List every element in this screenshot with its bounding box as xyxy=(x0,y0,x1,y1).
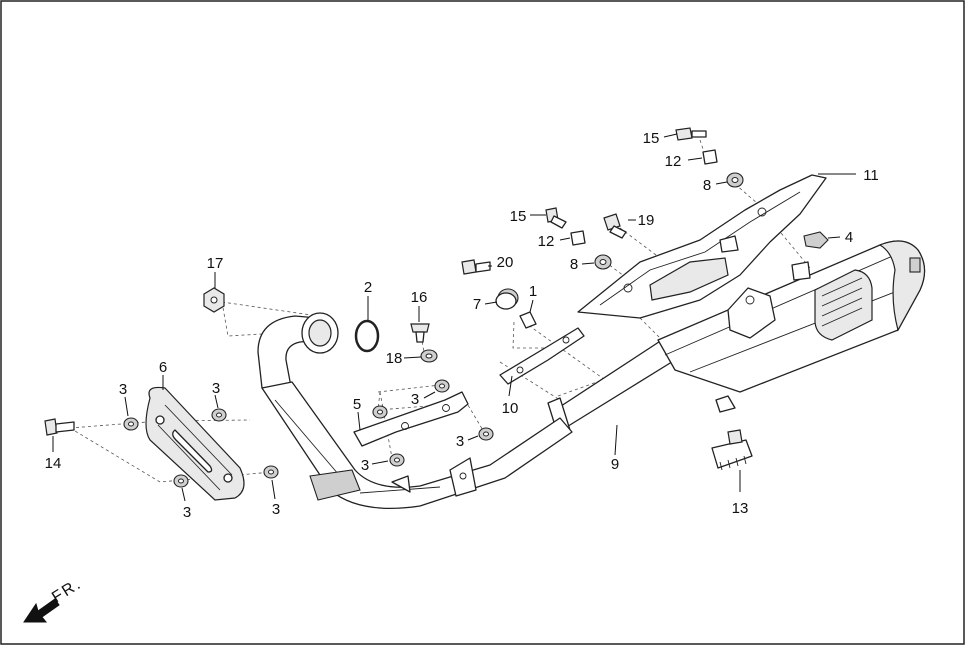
gasket-2 xyxy=(354,319,380,353)
upper-heat-shield xyxy=(577,174,827,319)
hardware xyxy=(44,127,829,471)
callout-14: 14 xyxy=(45,455,62,472)
callout-1: 1 xyxy=(529,283,537,300)
exhaust-header-pipe xyxy=(257,312,573,509)
callout-16: 16 xyxy=(411,289,428,306)
callout-5: 5 xyxy=(353,396,361,413)
callout-3d: 3 xyxy=(272,501,280,518)
callout-15b: 15 xyxy=(643,130,660,147)
callout-17: 17 xyxy=(207,255,224,272)
callout-20: 20 xyxy=(497,254,514,271)
callout-2: 2 xyxy=(364,279,372,296)
callout-leaders xyxy=(52,133,856,502)
callout-3g: 3 xyxy=(456,433,464,450)
callout-3a: 3 xyxy=(119,381,127,398)
callout-8a: 8 xyxy=(570,256,578,273)
front-label: FR. xyxy=(49,575,85,606)
callout-8b: 8 xyxy=(703,177,711,194)
callout-15a: 15 xyxy=(510,208,527,225)
callout-3b: 3 xyxy=(212,380,220,397)
callout-12b: 12 xyxy=(665,153,682,170)
pipe-heat-shield xyxy=(145,386,245,501)
callout-3e: 3 xyxy=(411,391,419,408)
callout-10: 10 xyxy=(502,400,519,417)
callout-18: 18 xyxy=(386,350,403,367)
bracket-10 xyxy=(499,327,585,385)
front-direction-indicator: FR. xyxy=(23,575,85,623)
washers xyxy=(123,349,494,488)
callout-4: 4 xyxy=(845,229,853,246)
callout-3c: 3 xyxy=(183,504,191,521)
callout-12a: 12 xyxy=(538,233,555,250)
callout-9: 9 xyxy=(611,456,619,473)
callout-3f: 3 xyxy=(361,457,369,474)
callout-7: 7 xyxy=(473,296,481,313)
bracket-5 xyxy=(353,391,469,447)
callout-19: 19 xyxy=(638,212,655,229)
callout-11: 11 xyxy=(863,167,879,184)
callout-6: 6 xyxy=(159,359,167,376)
front-arrow-icon xyxy=(23,598,60,623)
callout-labels: 1 2 3 3 3 3 3 3 3 4 5 6 7 8 8 9 10 11 12… xyxy=(45,130,879,521)
callout-13: 13 xyxy=(732,500,749,517)
